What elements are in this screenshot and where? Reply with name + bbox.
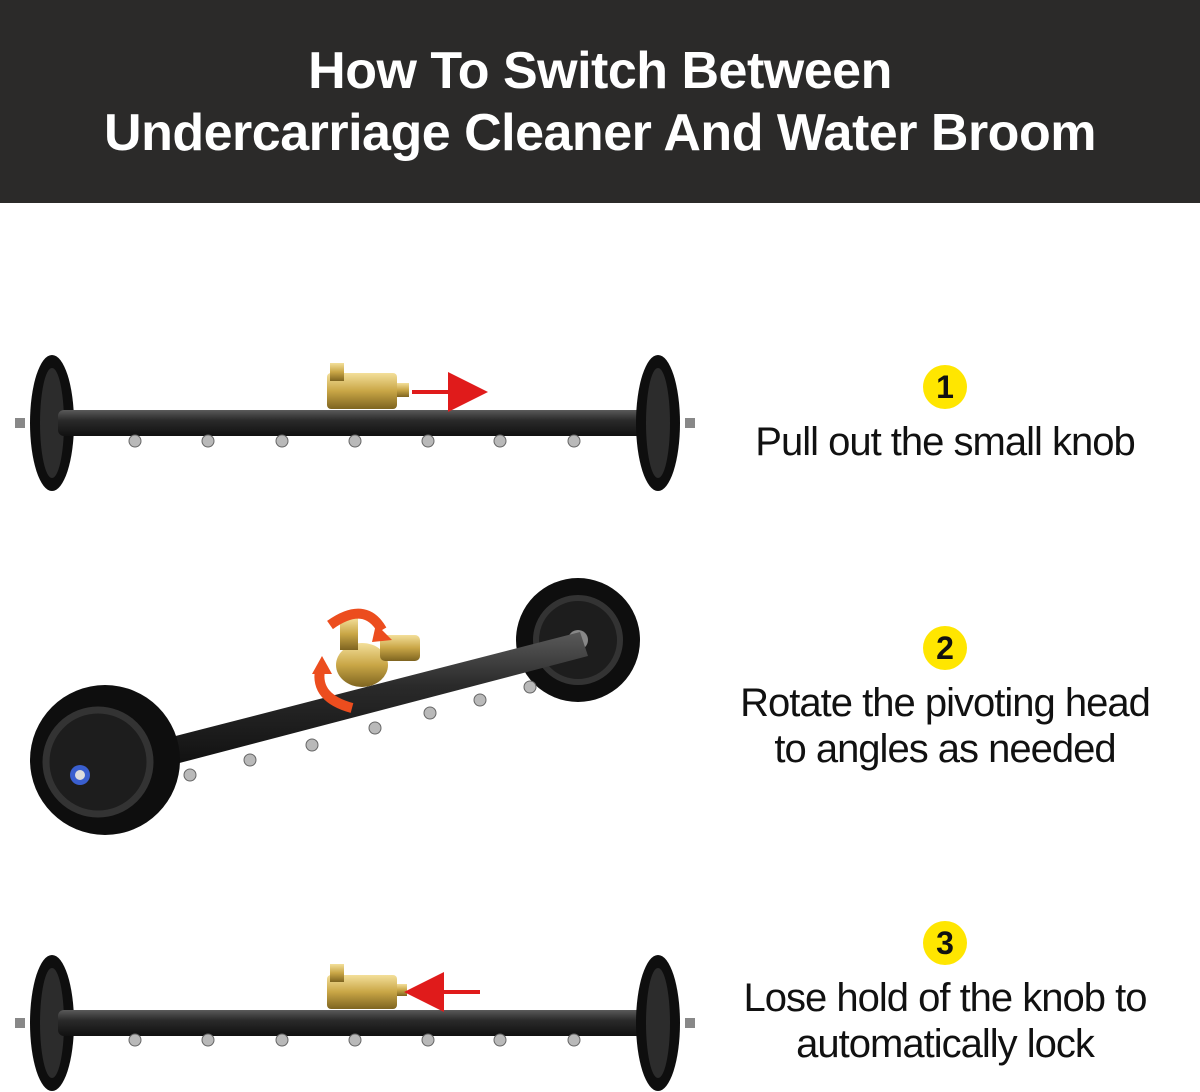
rotate-arrow-icon: [314, 669, 354, 713]
nozzles: [128, 1033, 581, 1047]
cleaner-illustration-pull: [15, 355, 695, 491]
cleaner-illustration-rotate: [30, 578, 640, 835]
pivot-connector: [336, 618, 420, 687]
step-1: 1 Pull out the small knob: [715, 365, 1175, 465]
step-3: 3 Lose hold of the knob to automatically…: [715, 921, 1175, 1067]
step-2: 2 Rotate the pivoting head to angles as …: [715, 626, 1175, 772]
rotate-arrow-icon: [327, 608, 387, 633]
nozzles: [183, 680, 537, 782]
title-line-2: Undercarriage Cleaner And Water Broom: [104, 103, 1096, 162]
nozzles: [128, 434, 581, 448]
pivot-connector: [327, 363, 409, 409]
spray-bar: [58, 410, 658, 436]
step-badge: 3: [923, 921, 967, 965]
title-line-1: How To Switch Between: [308, 41, 892, 100]
spray-bar: [160, 632, 588, 766]
step-text-line-2: automatically lock: [796, 1022, 1095, 1066]
pivot-connector: [327, 964, 407, 1009]
step-badge: 1: [923, 365, 967, 409]
spray-bar: [58, 1010, 658, 1036]
step-text-line-2: to angles as needed: [774, 727, 1116, 771]
cleaner-illustration-lock: [15, 955, 695, 1091]
title-banner: How To Switch Between Undercarriage Clea…: [0, 0, 1200, 203]
step-text-line-1: Rotate the pivoting head: [740, 681, 1151, 725]
step-badge: 2: [923, 626, 967, 670]
wheel-front: [30, 685, 180, 835]
step-text-line-1: Lose hold of the knob to: [743, 976, 1148, 1020]
step-text: Pull out the small knob: [755, 420, 1135, 464]
